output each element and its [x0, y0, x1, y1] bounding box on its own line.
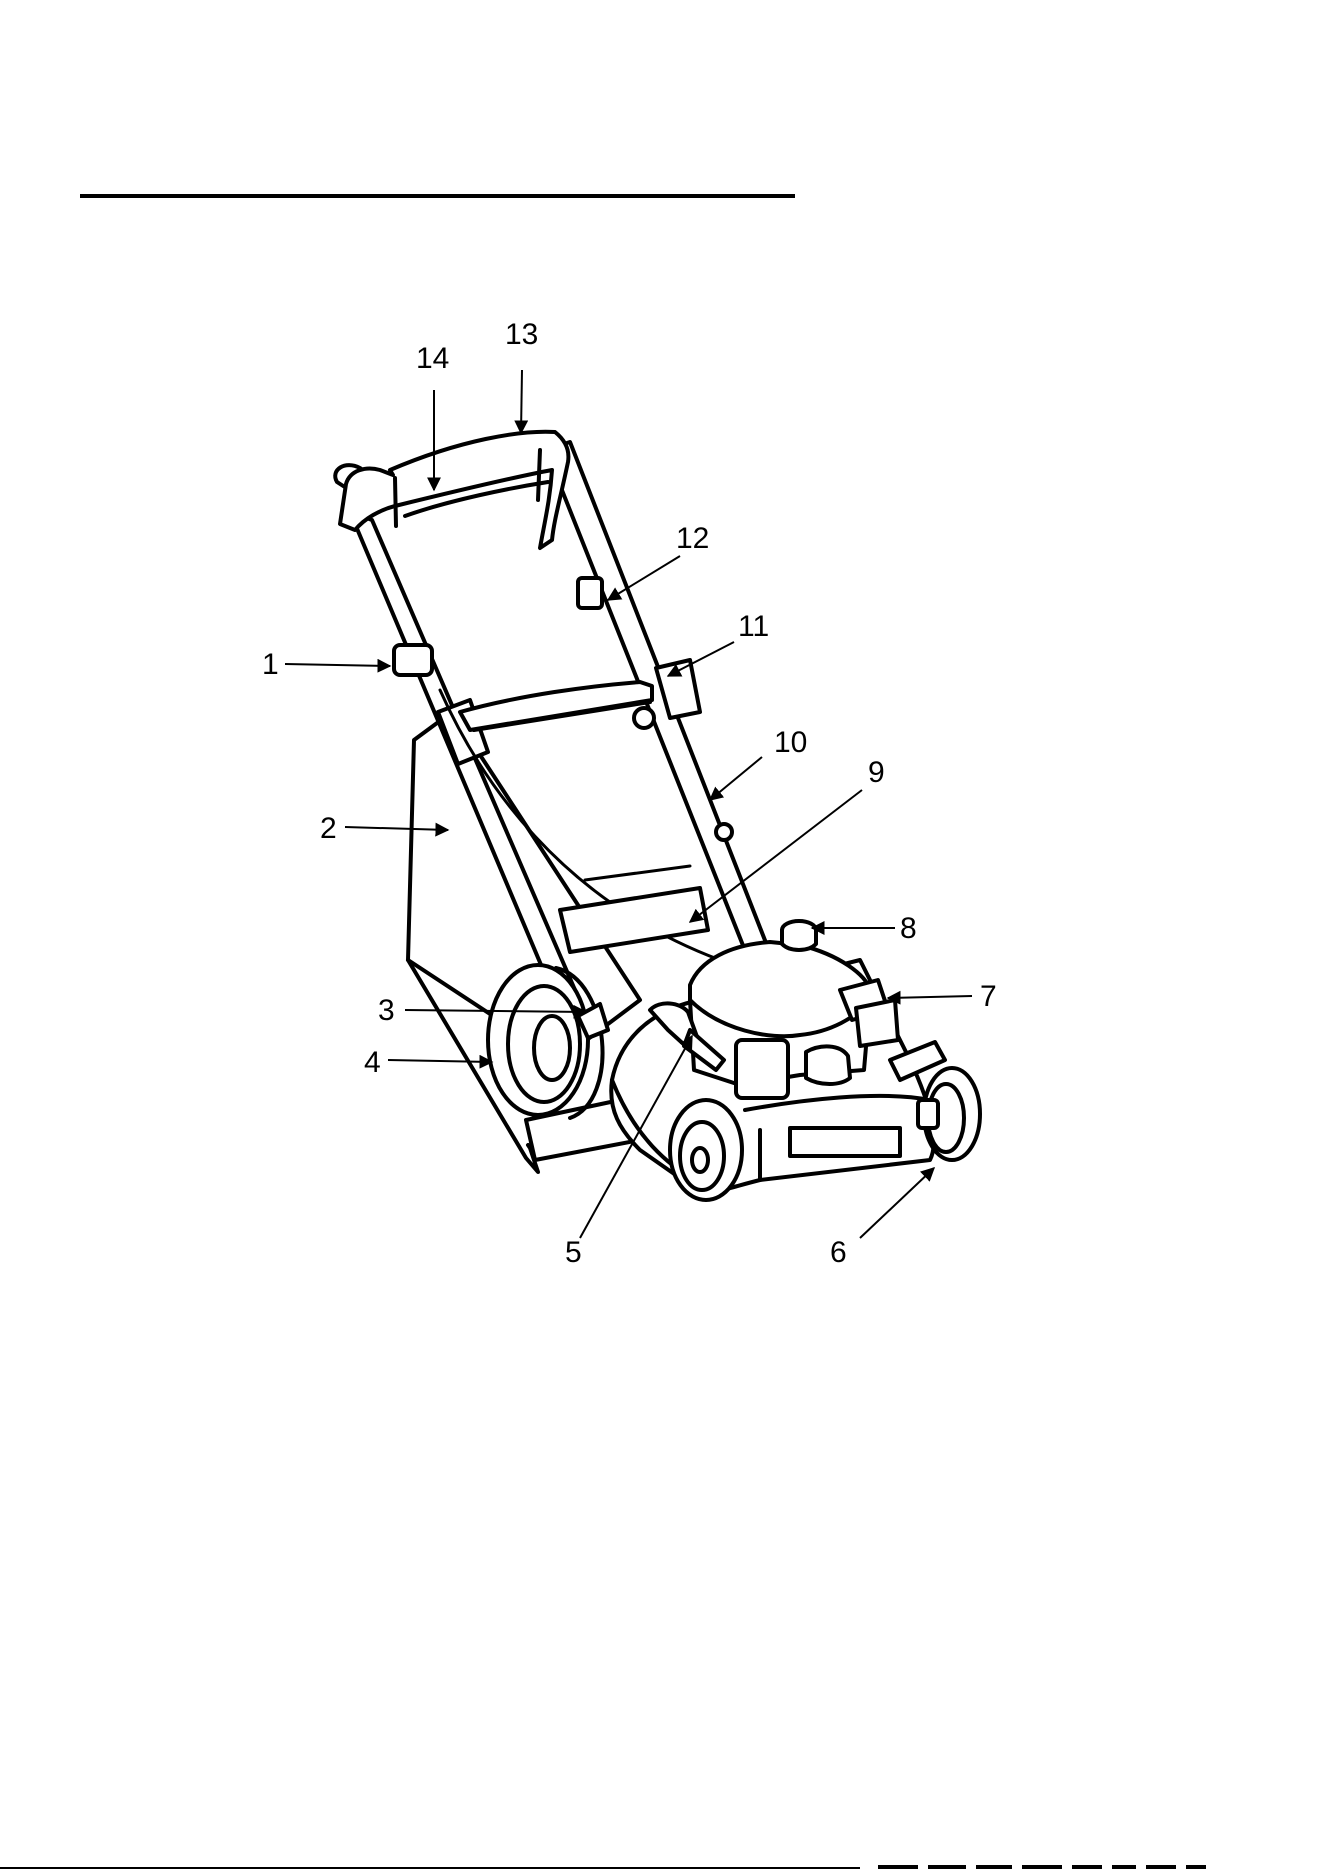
leader-7: [888, 996, 972, 998]
leader-10: [710, 757, 762, 800]
callout-7: 7: [980, 980, 997, 1013]
callout-5: 5: [565, 1236, 582, 1269]
callout-10: 10: [774, 726, 807, 759]
callout-6: 6: [830, 1236, 847, 1269]
callout-3: 3: [378, 994, 395, 1027]
callout-1: 1: [262, 648, 279, 681]
callout-2: 2: [320, 812, 337, 845]
mower-illustration: [335, 432, 980, 1200]
bottom-edge-marks: [0, 1862, 1324, 1872]
callout-8: 8: [900, 912, 917, 945]
callout-13: 13: [505, 318, 538, 351]
callout-9: 9: [868, 756, 885, 789]
callout-4: 4: [364, 1046, 381, 1079]
leader-1: [285, 664, 390, 666]
callout-14: 14: [416, 342, 449, 375]
front-wheel-left: [670, 1100, 742, 1200]
callout-12: 12: [676, 522, 709, 555]
leader-11: [668, 642, 734, 676]
fuel-cap: [782, 921, 816, 950]
leader-6: [860, 1168, 934, 1238]
leader-13: [521, 370, 522, 433]
rear-wheel: [488, 965, 603, 1118]
callout-11: 11: [738, 610, 769, 643]
